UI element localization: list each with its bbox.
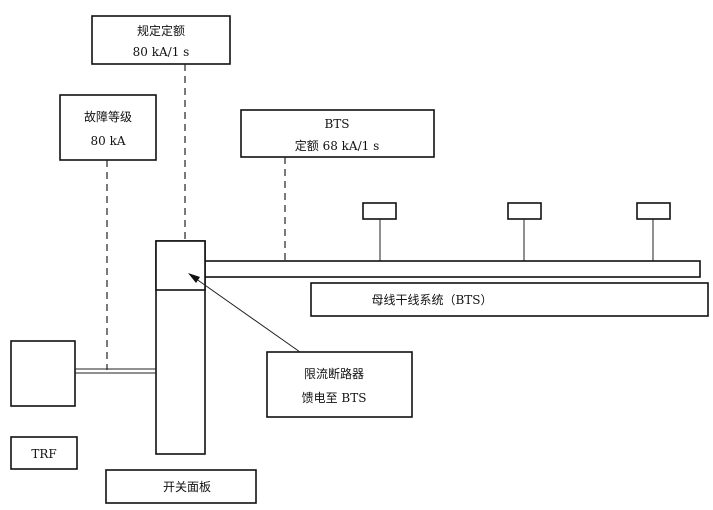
- arrowhead-icon: [188, 273, 200, 283]
- fault-level-title: 故障等级: [84, 109, 132, 124]
- rated-rating-box: 规定定额 80 kA/1 s: [91, 15, 231, 65]
- busway-system-label-box: 母线干线系统（BTS）: [310, 282, 709, 317]
- rated-rating-box-frame: [91, 15, 231, 65]
- bts-rating-value: 定额 68 kA/1 s: [295, 138, 380, 153]
- rated-rating-title: 规定定额: [137, 23, 185, 38]
- switchboard-label-frame: [105, 469, 257, 504]
- tap-off-box: [362, 202, 397, 220]
- current-limiting-breaker-frame: [266, 351, 413, 418]
- bts-rating-title: BTS: [324, 117, 349, 131]
- fault-level-value: 80 kA: [90, 134, 125, 148]
- switchboard-label-box: 开关面板: [105, 469, 257, 504]
- pointer-arrow-shaft: [191, 275, 301, 353]
- bts-rating-box-frame: [240, 109, 435, 158]
- switchboard-label: 开关面板: [163, 480, 211, 494]
- switchboard-panel: [155, 240, 206, 455]
- transformer-label-box: TRF: [10, 436, 78, 470]
- busway-system-label-frame: [310, 282, 709, 317]
- tap-off-unit-2: [507, 202, 542, 261]
- transformer-label-frame: [10, 436, 78, 470]
- busway-trunk: [203, 260, 701, 278]
- transformer-label: TRF: [31, 447, 56, 461]
- busway-system-label: 母线干线系统（BTS）: [371, 293, 492, 307]
- rated-rating-value: 80 kA/1 s: [133, 45, 190, 59]
- tap-off-unit-3: [636, 202, 671, 261]
- current-limiting-breaker-subtitle: 馈电至 BTS: [302, 391, 367, 405]
- pointer-arrow: [188, 273, 301, 353]
- fault-level-box-frame: [59, 94, 157, 161]
- current-limiting-breaker-box: 限流断路器 馈电至 BTS: [266, 351, 413, 418]
- transformer-box: [10, 340, 76, 407]
- tap-off-unit-1: [362, 202, 397, 261]
- current-limiting-breaker-title: 限流断路器: [304, 366, 364, 381]
- breaker-compartment: [155, 240, 206, 291]
- bts-rating-box: BTS 定额 68 kA/1 s: [240, 109, 435, 158]
- tap-off-box: [507, 202, 542, 220]
- tap-off-box: [636, 202, 671, 220]
- fault-level-box: 故障等级 80 kA: [59, 94, 157, 161]
